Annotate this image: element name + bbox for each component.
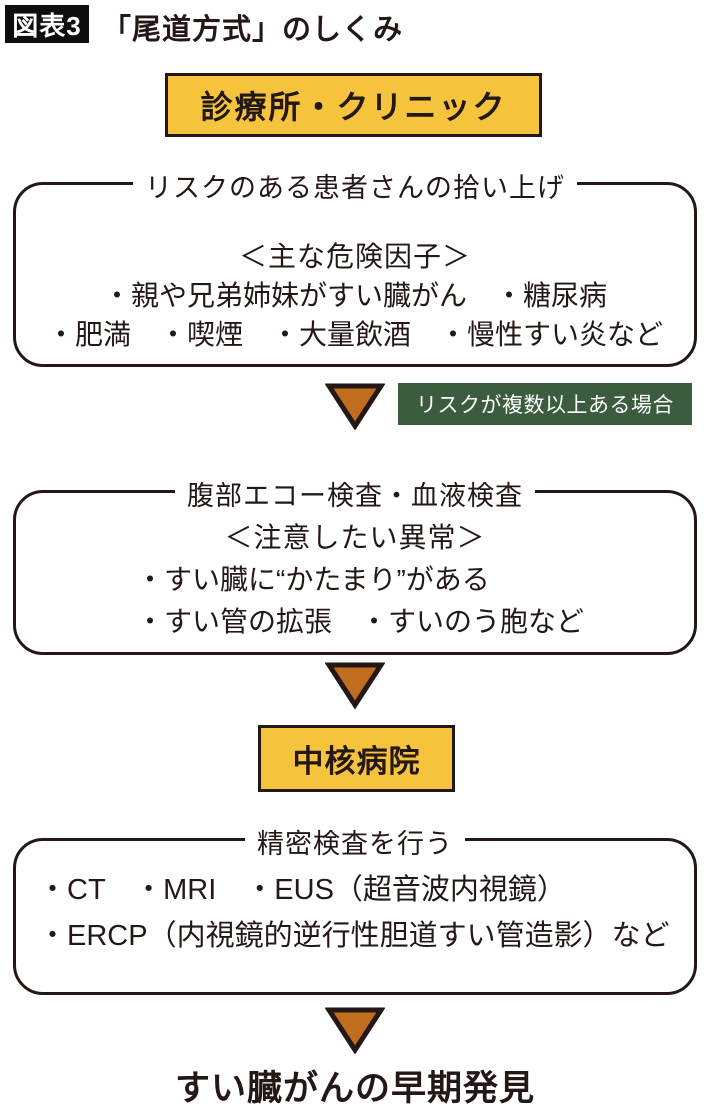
down-arrow-icon <box>325 1007 385 1054</box>
figure-number-badge: 図表3 <box>5 5 89 43</box>
outcome-text: すい臓がんの早期発見 <box>174 1069 535 1108</box>
page-title: 「尾道方式」のしくみ <box>102 14 404 46</box>
echo-blood-test-box-title: 腹部エコー検査・血液検査 <box>175 474 535 513</box>
risk-pickup-box-body: ＜主な危険因子＞ ・親や兄弟姉妹がすい臓がん ・糖尿病 ・肥満 ・喫煙 ・大量飲… <box>16 237 694 354</box>
risk-factors-line: ・肥満 ・喫煙 ・大量飲酒 ・慢性すい炎など <box>46 319 663 350</box>
detailed-exam-box: 精密検査を行う ・CT ・MRI ・EUS（超音波内視鏡） ・ERCP（内視鏡的… <box>13 822 697 995</box>
abnormality-line: ・すい管の拡張 ・すいのう胞など <box>136 606 585 637</box>
stage-core-hospital-box: 中核病院 <box>258 725 455 792</box>
detailed-exam-box-title: 精密検査を行う <box>245 822 465 861</box>
detailed-exam-box-body: ・CT ・MRI ・EUS（超音波内視鏡） ・ERCP（内視鏡的逆行性胆道すい管… <box>16 867 694 959</box>
down-arrow-icon <box>325 662 385 709</box>
echo-blood-test-box-body: ＜注意したい異常＞ ・すい臓に“かたまり”がある ・すい管の拡張 ・すいのう胞な… <box>16 517 694 643</box>
abnormality-subtitle: ＜注意したい異常＞ <box>224 522 486 553</box>
exam-line: ・ERCP（内視鏡的逆行性胆道すい管造影）など <box>38 920 670 952</box>
exam-line: ・CT ・MRI ・EUS（超音波内視鏡） <box>38 874 566 906</box>
risk-pickup-box-title: リスクのある患者さんの拾い上げ <box>133 166 577 205</box>
stage-clinic-box: 診療所・クリニック <box>165 73 542 137</box>
risk-condition-note: リスクが複数以上ある場合 <box>398 383 692 425</box>
risk-factors-subtitle: ＜主な危険因子＞ <box>238 241 471 272</box>
down-arrow-icon <box>325 383 385 430</box>
abnormality-line: ・すい臓に“かたまり”がある <box>136 564 490 595</box>
echo-blood-test-box: 腹部エコー検査・血液検査 ＜注意したい異常＞ ・すい臓に“かたまり”がある ・す… <box>13 474 697 655</box>
risk-factors-line: ・親や兄弟姉妹がすい臓がん ・糖尿病 <box>102 280 607 311</box>
risk-pickup-box: リスクのある患者さんの拾い上げ ＜主な危険因子＞ ・親や兄弟姉妹がすい臓がん ・… <box>13 166 697 367</box>
